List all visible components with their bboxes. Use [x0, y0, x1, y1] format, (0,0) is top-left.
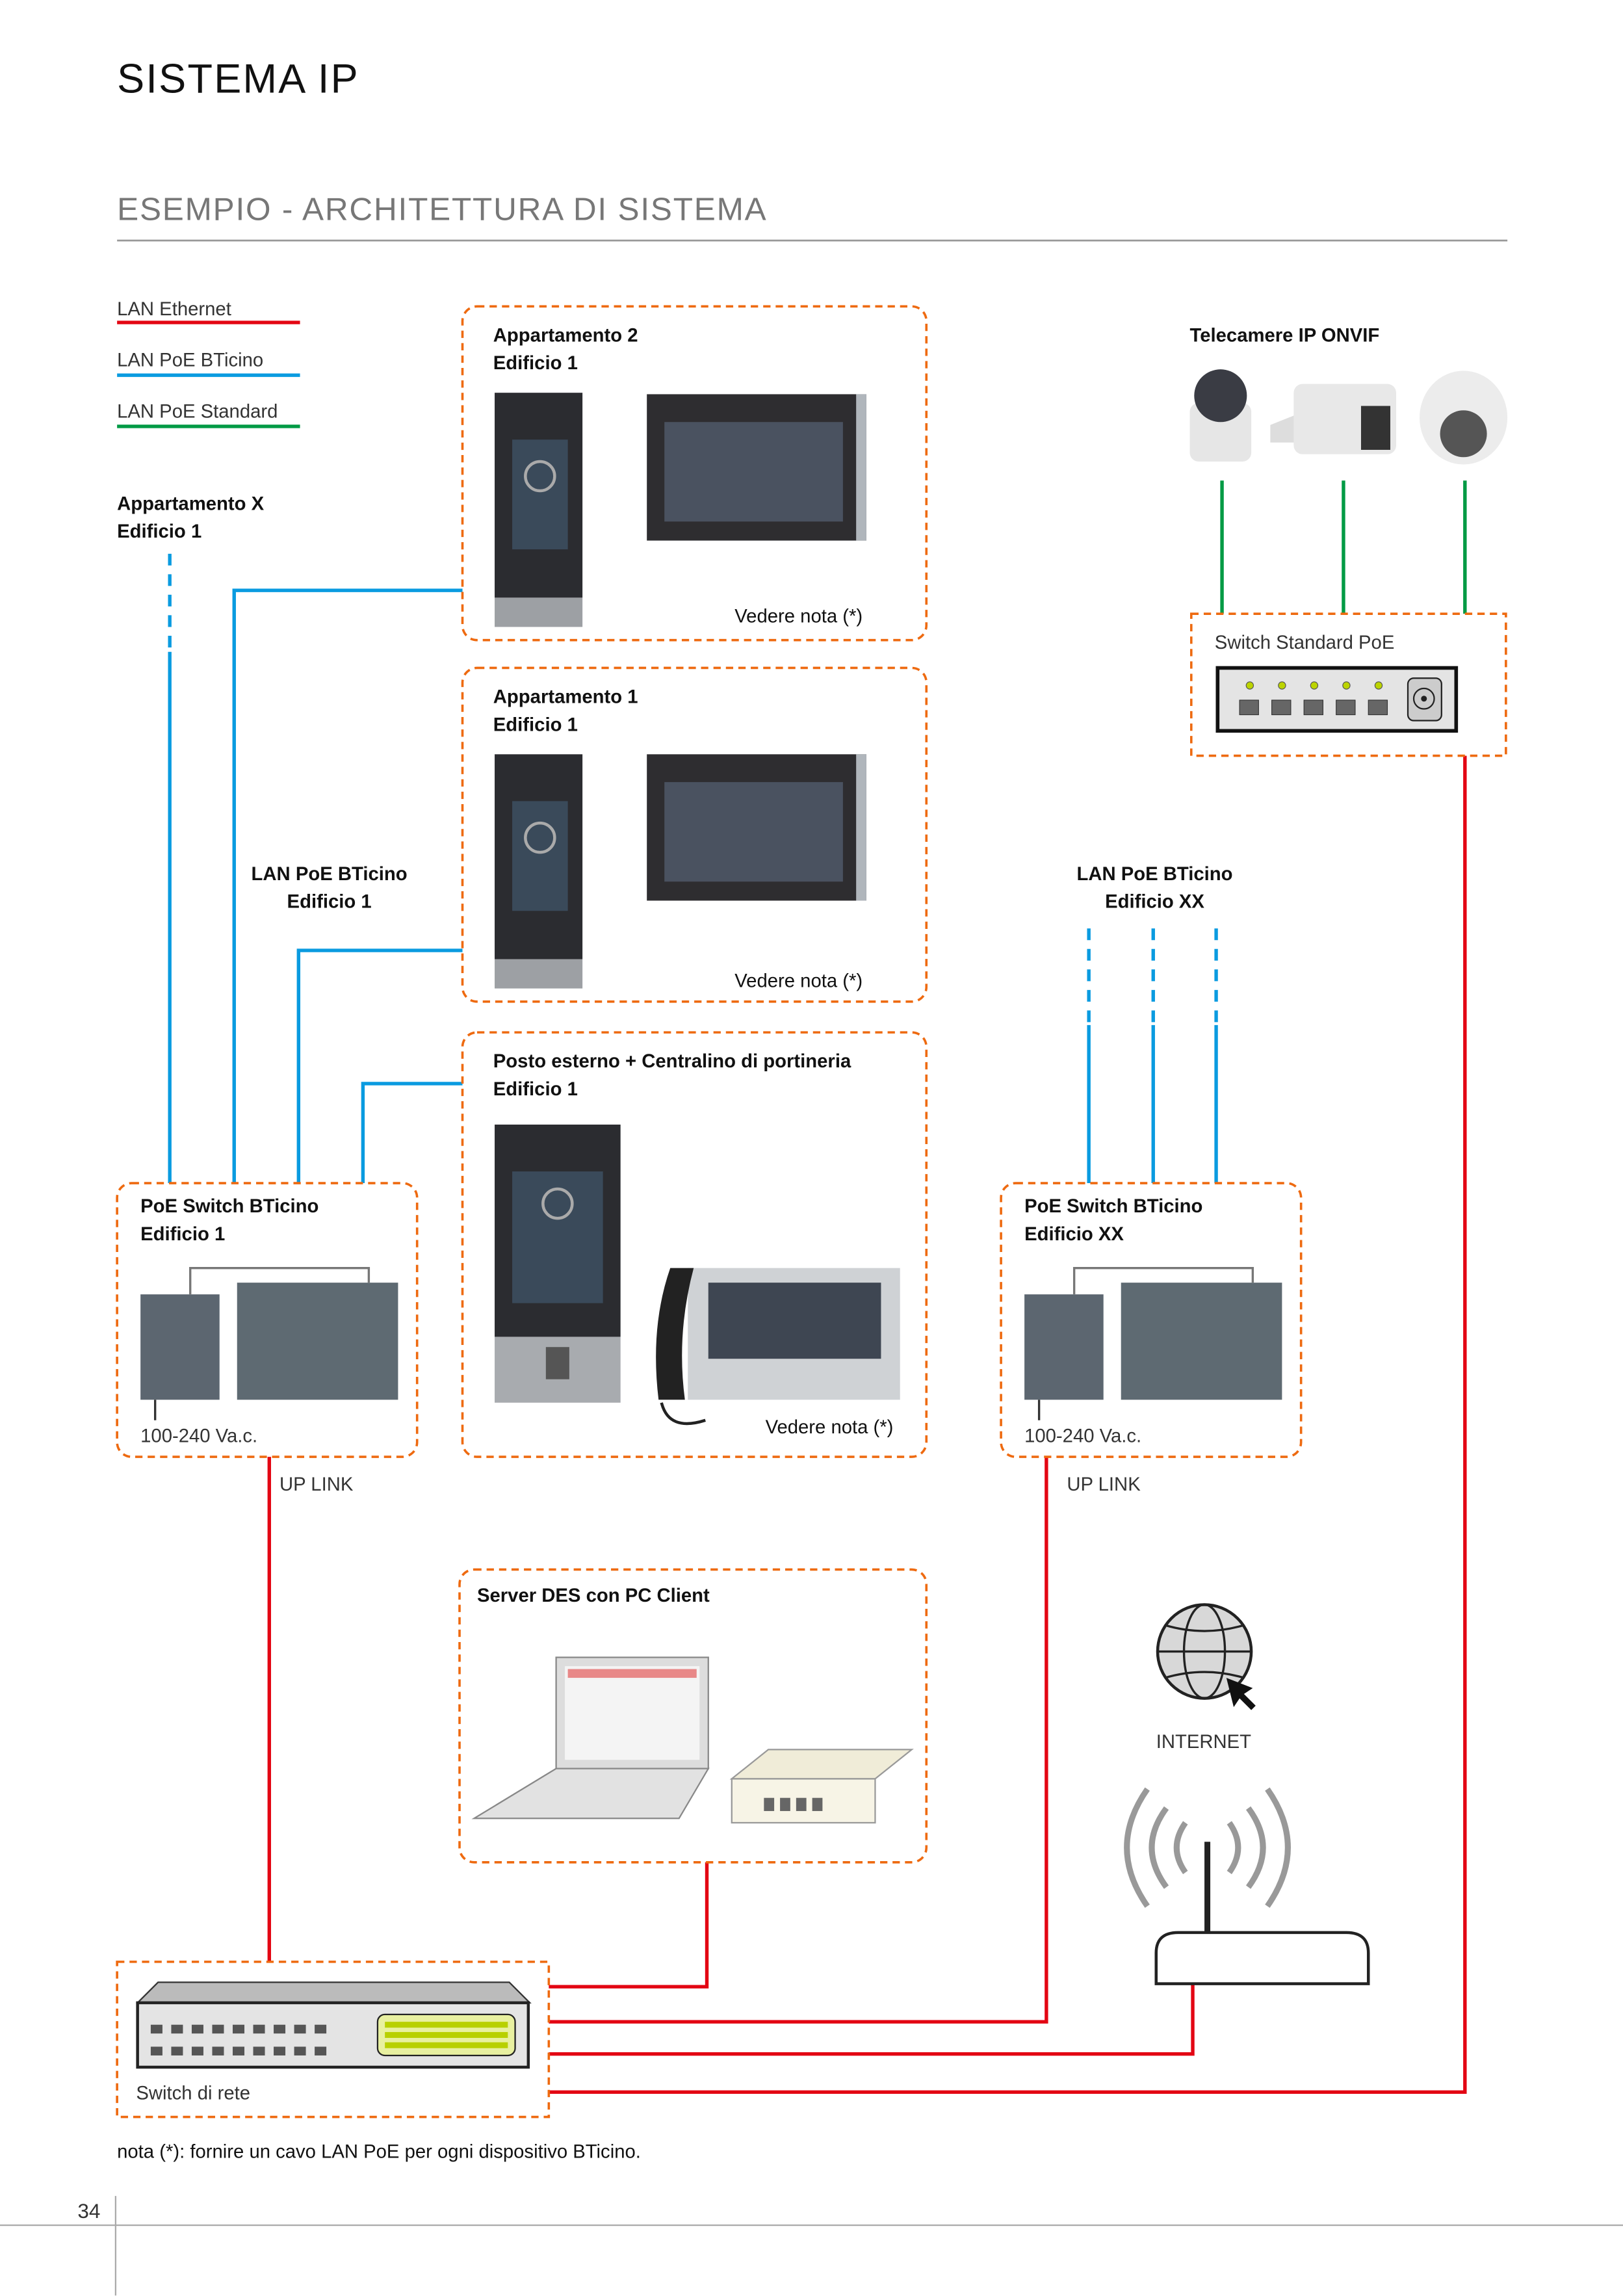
network-switch-label: Switch di rete: [136, 2083, 250, 2104]
entrance-panel-group: Posto esterno + Centralino di portineria…: [461, 1031, 928, 1458]
apt-x-building: Edificio 1: [117, 521, 201, 542]
switch-edxx-power: 100-240 Va.c.: [1024, 1426, 1141, 1447]
poe-switch-ed1-group: PoE Switch BTicino Edificio 1 100-240 Va…: [116, 1182, 419, 1495]
apt2-note: Vedere nota (*): [734, 607, 863, 627]
server-box-icon: [729, 1749, 914, 1824]
server-group: Server DES con PC Client: [458, 1568, 928, 1864]
globe-icon: [1156, 1603, 1256, 1710]
switch-ed1-uplink: UP LINK: [279, 1474, 354, 1495]
apt-x-label: Appartamento X: [117, 493, 265, 514]
internet-group: INTERNET: [1124, 1603, 1370, 1985]
dome-camera-icon: [1189, 369, 1252, 462]
switch-ed1-building: Edificio 1: [140, 1224, 225, 1245]
turret-camera-icon: [1420, 371, 1508, 465]
apartment-2-group: Appartamento 2 Edificio 1 Vedere nota (*…: [461, 305, 928, 642]
network-switch-group: Switch di rete: [116, 1961, 551, 2119]
apt2-title: Appartamento 2: [493, 325, 638, 346]
lan-edxx-label: LAN PoE BTicino: [1076, 864, 1232, 885]
internet-label: INTERNET: [1156, 1732, 1251, 1753]
ip-cameras-group: Telecamere IP ONVIF: [1189, 325, 1508, 465]
entrance-note: Vedere nota (*): [766, 1417, 894, 1438]
switch-ed1-power: 100-240 Va.c.: [140, 1426, 257, 1447]
std-switch-label: Switch Standard PoE: [1215, 633, 1395, 653]
bullet-camera-icon: [1270, 384, 1397, 454]
apt2-building: Edificio 1: [493, 353, 578, 374]
concierge-station-device: [656, 1268, 900, 1426]
ethernet-cables: [267, 755, 1467, 2094]
apt1-title: Appartamento 1: [493, 687, 638, 708]
switch-edxx-title: PoE Switch BTicino: [1024, 1196, 1202, 1217]
switch-edxx-uplink: UP LINK: [1067, 1474, 1141, 1495]
apt1-building: Edificio 1: [493, 714, 578, 735]
page-title: SISTEMA IP: [117, 57, 359, 102]
legend-ethernet: LAN Ethernet: [117, 299, 231, 320]
lan-ed1-label: LAN PoE BTicino: [252, 864, 408, 885]
cameras-title: Telecamere IP ONVIF: [1190, 325, 1380, 346]
page-number: 34: [77, 2199, 100, 2223]
lan-edxx-building: Edificio XX: [1105, 892, 1204, 913]
legend: LAN Ethernet LAN PoE BTicino LAN PoE Sta…: [117, 299, 300, 428]
entrance-title: Posto esterno + Centralino di portineria: [493, 1051, 851, 1072]
wifi-router-icon: [1124, 1787, 1370, 1985]
video-monitor-device: [647, 394, 866, 541]
entrance-building: Edificio 1: [493, 1079, 578, 1100]
door-panel-device: [495, 1124, 621, 1403]
footnote: nota (*): fornire un cavo LAN PoE per og…: [117, 2142, 641, 2163]
legend-poe-standard: LAN PoE Standard: [117, 401, 278, 422]
legend-poe-bticino: LAN PoE BTicino: [117, 350, 263, 371]
server-title: Server DES con PC Client: [477, 1585, 710, 1606]
door-panel-device: [495, 393, 583, 627]
poe-switch-edxx-group: PoE Switch BTicino Edificio XX 100-240 V…: [1000, 1182, 1303, 1495]
poe-bticino-cables: [168, 553, 1218, 1184]
apartment-1-group: Appartamento 1 Edificio 1 Vedere nota (*…: [461, 666, 928, 1003]
switch-ed1-title: PoE Switch BTicino: [140, 1196, 318, 1217]
door-panel-device: [495, 754, 583, 989]
switch-edxx-building: Edificio XX: [1024, 1224, 1124, 1245]
lan-ed1-building: Edificio 1: [287, 892, 372, 913]
laptop-icon: [471, 1656, 710, 1820]
apt1-note: Vedere nota (*): [734, 971, 863, 991]
switch-ports: [150, 2024, 327, 2055]
standard-poe-switch-group: Switch Standard PoE: [1189, 612, 1507, 757]
poe-standard-cables: [1220, 480, 1467, 614]
section-title: ESEMPIO - ARCHITETTURA DI SISTEMA: [117, 191, 767, 227]
video-monitor-device: [647, 754, 866, 901]
